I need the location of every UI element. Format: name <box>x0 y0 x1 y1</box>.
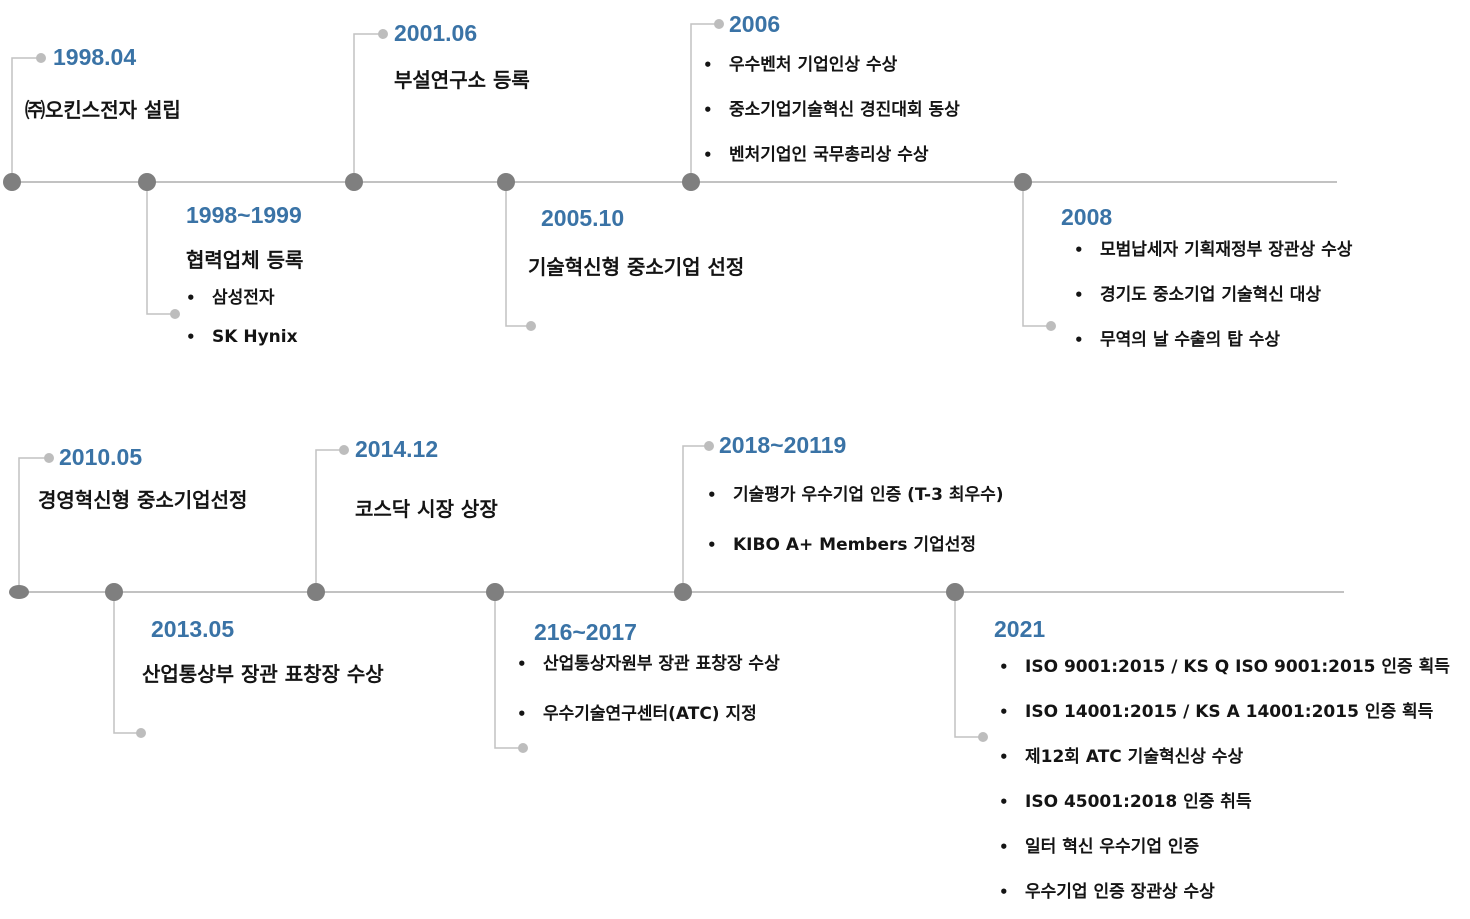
event-year: 2018~20119 <box>719 432 847 458</box>
label-anchor-dot <box>526 321 536 331</box>
milestone-dot <box>345 173 363 191</box>
event-item-list: 산업통상자원부 장관 표창장 수상 우수기술연구센터(ATC) 지정 <box>517 653 780 725</box>
label-anchor-dot <box>136 728 146 738</box>
event-title: ㈜오킨스전자 설립 <box>25 98 181 122</box>
event-2005-10: 2005.10 기술혁신형 중소기업 선정 <box>528 204 744 280</box>
label-anchor-dot <box>36 53 46 63</box>
event-title: 경영혁신형 중소기업선정 <box>38 488 248 512</box>
event-year: 2013.05 <box>151 616 235 642</box>
label-anchor-dot <box>714 19 724 29</box>
event-year: 1998~1999 <box>186 202 302 228</box>
event-title: 기술혁신형 중소기업 선정 <box>528 255 745 279</box>
label-anchor-dot <box>1046 321 1056 331</box>
connector-line <box>18 457 49 592</box>
connector-line <box>315 449 344 592</box>
event-item: 무역의 날 수출의 탑 수상 <box>1074 329 1352 351</box>
event-2013-05: 2013.05 산업통상부 장관 표창장 수상 <box>142 615 384 687</box>
event-item: 제12회 ATC 기술혁신상 수상 <box>999 746 1450 768</box>
connector-line <box>11 57 41 182</box>
event-year: 1998.04 <box>53 44 137 70</box>
event-216-2017: 216~2017 산업통상자원부 장관 표창장 수상 우수기술연구센터(ATC)… <box>517 618 780 725</box>
event-item: ISO 45001:2018 인증 취득 <box>999 791 1450 813</box>
event-2021: 2021 ISO 9001:2015 / KS Q ISO 9001:2015 … <box>994 615 1450 903</box>
event-item: 산업통상자원부 장관 표창장 수상 <box>517 653 780 675</box>
event-item: SK Hynix <box>186 326 303 348</box>
event-2014-12: 2014.12 코스닥 시장 상장 <box>355 435 498 522</box>
event-item: 우수기업 인증 장관상 수상 <box>999 881 1450 903</box>
event-year: 2001.06 <box>394 20 478 46</box>
connector-line <box>494 592 523 749</box>
label-anchor-dot <box>339 445 349 455</box>
event-item-list: 기술평가 우수기업 인증 (T-3 최우수) KIBO A+ Members 기… <box>707 484 1004 556</box>
event-item-list: 모범납세자 기획재정부 장관상 수상 경기도 중소기업 기술혁신 대상 무역의 … <box>1074 239 1352 351</box>
connector-line <box>954 592 983 738</box>
event-item-list: 우수벤처 기업인상 수상 중소기업기술혁신 경진대회 동상 벤처기업인 국무총리… <box>703 54 960 166</box>
event-item: ISO 14001:2015 / KS A 14001:2015 인증 획득 <box>999 701 1450 723</box>
event-title: 부설연구소 등록 <box>394 68 530 92</box>
connector-line <box>1022 182 1051 327</box>
event-title: 코스닥 시장 상장 <box>355 497 498 521</box>
event-item: 삼성전자 <box>186 287 303 309</box>
event-2001-06: 2001.06 부설연구소 등록 <box>394 19 530 93</box>
milestone-dot <box>138 173 156 191</box>
event-item: KIBO A+ Members 기업선정 <box>707 534 1004 556</box>
event-item: 우수기술연구센터(ATC) 지정 <box>517 703 780 725</box>
event-item: 벤처기업인 국무총리상 수상 <box>703 144 960 166</box>
milestone-dot <box>105 583 123 601</box>
event-item: 중소기업기술혁신 경진대회 동상 <box>703 99 960 121</box>
event-year: 2008 <box>1061 204 1113 230</box>
event-item: 기술평가 우수기업 인증 (T-3 최우수) <box>707 484 1004 506</box>
milestone-dot <box>682 173 700 191</box>
connector-line <box>146 182 175 315</box>
milestone-dot <box>1014 173 1032 191</box>
connector-line <box>682 445 709 592</box>
label-anchor-dot <box>378 29 388 39</box>
milestone-dot <box>497 173 515 191</box>
label-anchor-dot <box>518 743 528 753</box>
event-title: 협력업체 등록 <box>186 248 304 272</box>
event-2006: 2006 우수벤처 기업인상 수상 중소기업기술혁신 경진대회 동상 벤처기업인… <box>703 10 960 166</box>
event-year: 2005.10 <box>541 205 625 231</box>
event-year: 216~2017 <box>534 619 637 645</box>
milestone-dot <box>674 583 692 601</box>
event-year: 2014.12 <box>355 436 439 462</box>
event-item: 일터 혁신 우수기업 인증 <box>999 836 1450 858</box>
milestone-dot <box>486 583 504 601</box>
event-item-list: 삼성전자 SK Hynix <box>186 287 303 348</box>
label-anchor-dot <box>978 732 988 742</box>
milestone-dot <box>9 585 29 599</box>
event-year: 2010.05 <box>59 444 143 470</box>
event-2018-20119: 2018~20119 기술평가 우수기업 인증 (T-3 최우수) KIBO A… <box>707 431 1004 556</box>
event-title: 산업통상부 장관 표창장 수상 <box>142 662 384 686</box>
label-anchor-dot <box>170 309 180 319</box>
label-anchor-dot <box>44 453 54 463</box>
event-year: 2021 <box>994 616 1046 642</box>
event-year: 2006 <box>729 11 781 37</box>
milestone-dot <box>3 173 21 191</box>
label-anchor-dot <box>704 441 714 451</box>
event-2008: 2008 모범납세자 기획재정부 장관상 수상 경기도 중소기업 기술혁신 대상… <box>1061 203 1352 351</box>
connector-line <box>353 33 383 182</box>
event-1998-1999: 1998~1999 협력업체 등록 삼성전자 SK Hynix <box>186 201 303 348</box>
connector-line <box>113 592 141 734</box>
connector-line <box>505 182 531 327</box>
event-2010-05: 2010.05 경영혁신형 중소기업선정 <box>38 443 247 513</box>
event-item: 경기도 중소기업 기술혁신 대상 <box>1074 284 1352 306</box>
event-item: 우수벤처 기업인상 수상 <box>703 54 960 76</box>
connector-line <box>690 23 719 182</box>
event-item-list: ISO 9001:2015 / KS Q ISO 9001:2015 인증 획득… <box>999 656 1450 903</box>
milestone-dot <box>946 583 964 601</box>
event-item: ISO 9001:2015 / KS Q ISO 9001:2015 인증 획득 <box>999 656 1450 678</box>
event-item: 모범납세자 기획재정부 장관상 수상 <box>1074 239 1352 261</box>
event-1998-04: 1998.04 ㈜오킨스전자 설립 <box>25 43 181 123</box>
milestone-dot <box>307 583 325 601</box>
